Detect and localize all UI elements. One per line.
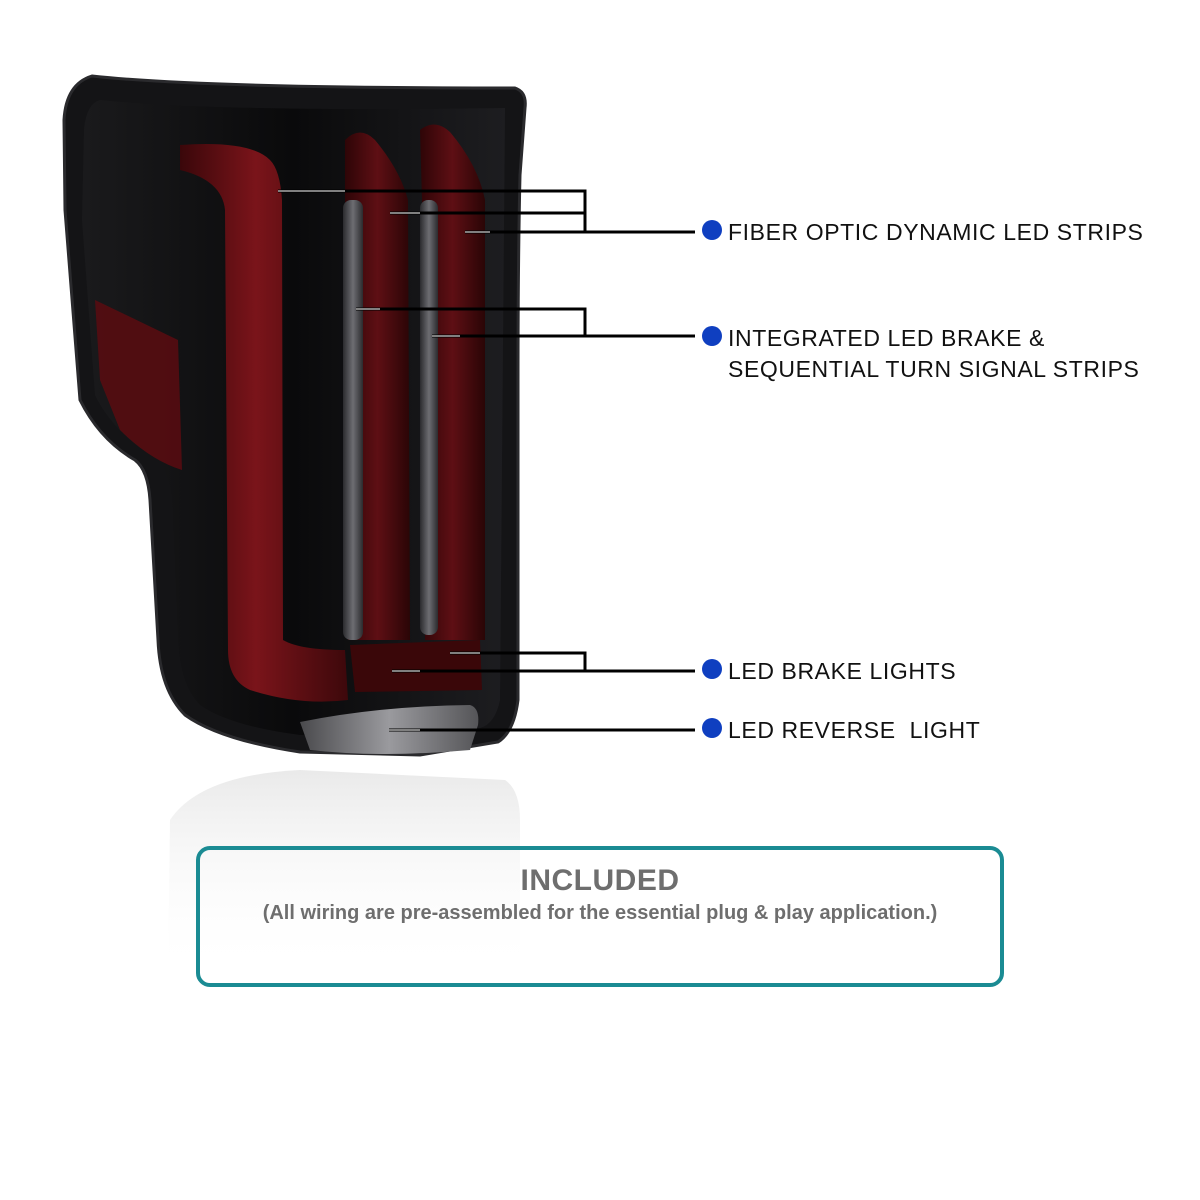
- callout-fiber-optic: FIBER OPTIC DYNAMIC LED STRIPS: [702, 217, 1143, 248]
- leader-line-highlights: [278, 190, 490, 731]
- brake-lower: [350, 640, 482, 692]
- leader-lines: [278, 189, 695, 732]
- bullet-dot-icon: [702, 220, 722, 240]
- grey-strip-2: [420, 200, 438, 635]
- included-box: INCLUDED (All wiring are pre-assembled f…: [196, 846, 1004, 987]
- callout-brake-turn-signal: INTEGRATED LED BRAKE & SEQUENTIAL TURN S…: [702, 323, 1139, 385]
- side-red-lens: [95, 300, 182, 470]
- main-red-strip: [180, 144, 348, 702]
- callout-reverse-light: LED REVERSE LIGHT: [702, 715, 980, 746]
- included-title: INCLUDED: [520, 864, 680, 897]
- bullet-dot-icon: [702, 659, 722, 679]
- bullet-dot-icon: [702, 326, 722, 346]
- callout-label: FIBER OPTIC DYNAMIC LED STRIPS: [728, 219, 1144, 245]
- callout-brake-lights: LED BRAKE LIGHTS: [702, 656, 956, 687]
- grey-strip-1: [343, 200, 363, 640]
- included-note: (All wiring are pre-assembled for the es…: [262, 902, 938, 924]
- callout-label: LED REVERSE LIGHT: [728, 717, 981, 743]
- bullet-dot-icon: [702, 718, 722, 738]
- callout-label: LED BRAKE LIGHTS: [728, 658, 957, 684]
- callout-label: INTEGRATED LED BRAKE & SEQUENTIAL TURN S…: [728, 325, 1140, 382]
- floor-reflection: [168, 770, 520, 975]
